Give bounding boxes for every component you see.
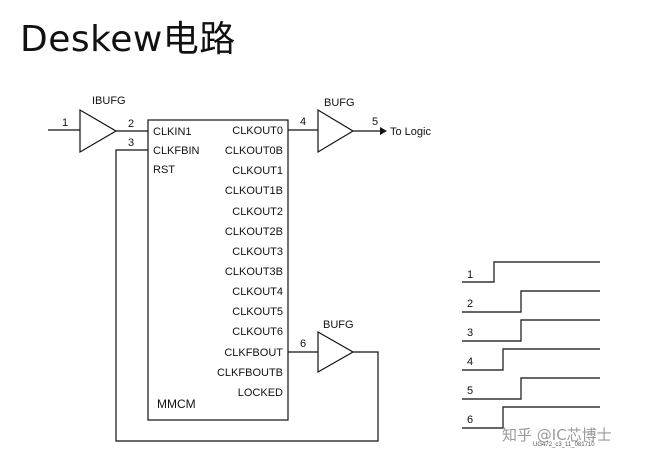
net-number-2: 2	[128, 118, 134, 130]
ibufg-buffer	[79, 108, 118, 154]
pin-clkout5: CLKOUT5	[232, 306, 283, 318]
pin-clkfboutb: CLKFBOUTB	[217, 367, 283, 379]
waveform-label-6: 6	[467, 414, 473, 426]
pin-clkfbin: CLKFBIN	[153, 145, 200, 157]
page-title: Deskew电路	[20, 19, 236, 60]
bufg-top-buffer	[317, 108, 355, 154]
feedback-wire	[115, 149, 379, 442]
waveform-3	[462, 319, 600, 342]
net-number-6: 6	[300, 338, 306, 350]
pin-rst: RST	[153, 164, 175, 176]
timing-waveforms	[462, 261, 600, 429]
bufg-bottom-label: BUFG	[323, 319, 354, 331]
pin-clkout3: CLKOUT3	[232, 246, 283, 258]
mmcm-name-label: MMCM	[157, 397, 196, 411]
pin-clkfbout: CLKFBOUT	[224, 347, 283, 359]
net-number-5: 5	[372, 116, 378, 128]
bufg-top-label: BUFG	[324, 97, 355, 109]
waveform-4	[462, 348, 600, 371]
watermark: 知乎 @IC芯博士	[502, 426, 612, 444]
waveform-1	[462, 261, 600, 283]
waveform-label-2: 2	[467, 298, 473, 310]
pin-clkout2: CLKOUT2	[232, 206, 283, 218]
pin-clkout6: CLKOUT6	[232, 326, 283, 338]
bufg-bottom-buffer	[317, 330, 355, 374]
mmcm-block	[147, 119, 289, 421]
figure-code: UG472_c3_11_081710	[533, 442, 595, 448]
waveform-label-1: 1	[467, 269, 473, 281]
waveform-label-4: 4	[467, 356, 473, 368]
to-logic-label: To Logic	[390, 126, 431, 138]
pin-clkout3b: CLKOUT3B	[225, 266, 283, 278]
pin-clkout0b: CLKOUT0B	[225, 145, 283, 157]
waveform-2	[462, 290, 600, 313]
pin-clkin1: CLKIN1	[153, 126, 192, 138]
net-number-3: 3	[128, 137, 134, 149]
pin-clkout1: CLKOUT1	[232, 165, 283, 177]
ibufg-label: IBUFG	[92, 95, 126, 107]
to-logic-arrowhead	[380, 127, 387, 135]
waveform-5	[462, 377, 600, 400]
pin-clkout2b: CLKOUT2B	[225, 226, 283, 238]
waveform-6	[462, 406, 600, 429]
waveform-label-5: 5	[467, 385, 473, 397]
pin-clkout1b: CLKOUT1B	[225, 185, 283, 197]
net-number-1: 1	[62, 117, 68, 129]
pin-clkout0: CLKOUT0	[232, 125, 283, 137]
pin-clkout4: CLKOUT4	[232, 286, 283, 298]
pin-locked: LOCKED	[238, 387, 283, 399]
waveform-label-3: 3	[467, 327, 473, 339]
net-number-4: 4	[300, 116, 306, 128]
